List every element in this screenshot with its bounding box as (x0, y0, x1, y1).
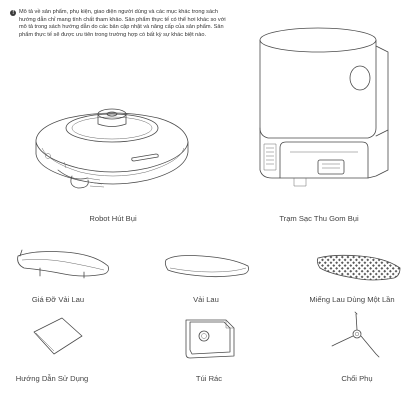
mop-cloth-illustration (164, 255, 249, 278)
dust-dock-label: Trạm Sạc Thu Gom Bụi (279, 214, 359, 223)
dust-bag-label: Túi Rác (195, 374, 223, 383)
dust-bag-illustration (185, 319, 235, 359)
dust-dock-illustration (259, 27, 389, 187)
mop-holder-label: Giá Đỡ Vải Lau (31, 295, 85, 304)
mop-holder-illustration (17, 249, 109, 279)
disposable-mop-label: Miếng Lau Dùng Một Lần (309, 295, 395, 304)
info-icon: ! (10, 9, 17, 16)
side-brush-illustration (331, 311, 380, 358)
mop-cloth-label: Vải Lau (193, 295, 219, 304)
user-manual-illustration (33, 317, 83, 355)
disclaimer-text: Mô tả về sản phẩm, phụ kiện, giao diện n… (19, 9, 226, 38)
disposable-mop-illustration (316, 254, 401, 281)
robot-vacuum-label: Robot Hút Bụi (89, 214, 137, 223)
disclaimer-note: ! Mô tả về sản phẩm, phụ kiện, giao diện… (10, 9, 228, 39)
user-manual-label: Hướng Dẫn Sử Dụng (15, 374, 89, 383)
side-brush-label: Chổi Phụ (341, 374, 373, 383)
robot-vacuum-illustration (35, 108, 189, 189)
